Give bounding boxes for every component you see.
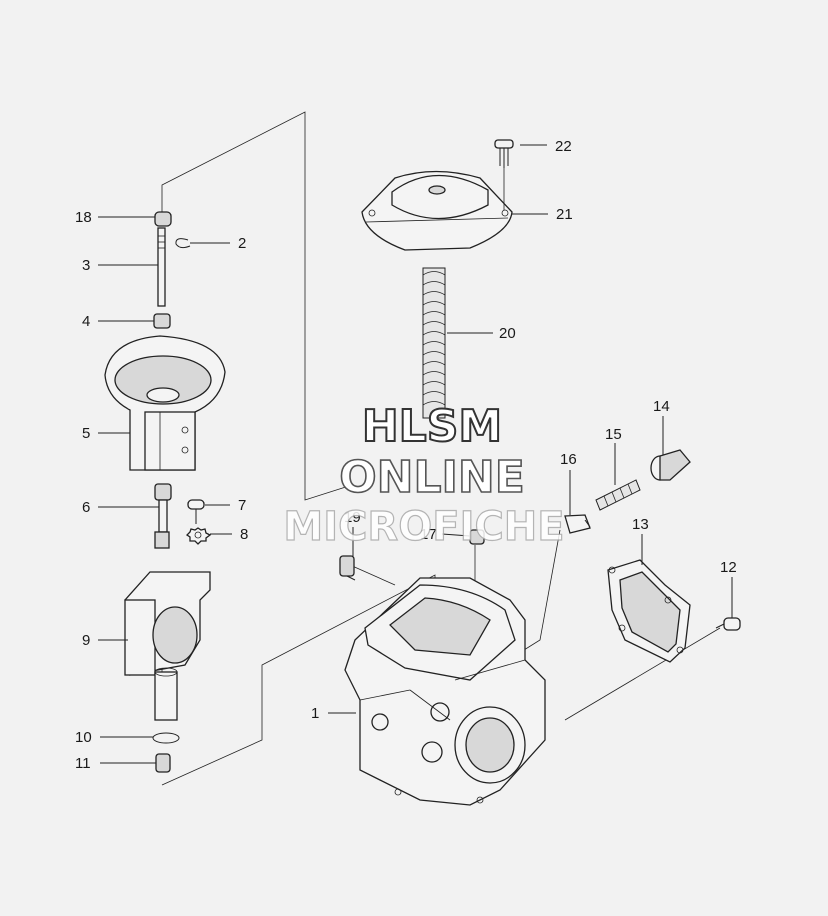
- callout-1: 1: [311, 705, 319, 722]
- part-16-adjuster: [564, 514, 591, 534]
- callout-17: 17: [420, 526, 437, 543]
- callout-21: 21: [556, 206, 573, 223]
- part-20-spring: [422, 267, 446, 419]
- part-4-seat: [153, 313, 171, 329]
- part-3-needle: [157, 227, 166, 307]
- callout-13: 13: [632, 516, 649, 533]
- watermark-line-1: HLSM: [362, 401, 502, 452]
- callout-15: 15: [605, 426, 622, 443]
- callout-9: 9: [82, 632, 90, 649]
- part-15-spring: [595, 479, 641, 511]
- part-6-jet-holder: [154, 483, 172, 549]
- callout-18: 18: [75, 209, 92, 226]
- callout-14: 14: [653, 398, 670, 415]
- watermark-line-3: MICROFICHE: [283, 504, 564, 550]
- callout-7: 7: [238, 497, 246, 514]
- leader-lines: [98, 144, 733, 764]
- part-22-screw: [494, 139, 514, 168]
- part-10-o-ring: [152, 732, 180, 744]
- callout-20: 20: [499, 325, 516, 342]
- part-7-screw: [187, 499, 205, 524]
- watermark-line-2: ONLINE: [339, 452, 525, 503]
- callout-numbers: 1 2 3 4 5 6 7 8 9 10 11 12 13 14 15 16 1…: [75, 138, 737, 772]
- part-8-washer: [185, 527, 212, 545]
- callout-2: 2: [238, 235, 246, 252]
- part-18-cap: [154, 211, 172, 227]
- callout-12: 12: [720, 559, 737, 576]
- callout-8: 8: [240, 526, 248, 543]
- callout-3: 3: [82, 257, 90, 274]
- callout-5: 5: [82, 425, 90, 442]
- part-5-piston: [104, 335, 226, 471]
- part-21-cover: [361, 168, 513, 251]
- part-13-cover: [607, 559, 691, 663]
- watermark: HLSM ONLINE MICROFICHE: [283, 400, 565, 551]
- callout-6: 6: [82, 499, 90, 516]
- part-2-clip: [175, 238, 191, 249]
- part-17-screw: [469, 529, 485, 545]
- callout-22: 22: [555, 138, 572, 155]
- part-19-screw: [339, 555, 356, 581]
- part-1-carburetor-body: [344, 577, 546, 806]
- part-14-plug: [650, 449, 691, 481]
- callout-4: 4: [82, 313, 90, 330]
- callout-11: 11: [75, 755, 91, 772]
- callout-19: 19: [344, 509, 361, 526]
- part-11-jet: [155, 753, 171, 773]
- callout-16: 16: [560, 451, 577, 468]
- part-9-body: [124, 571, 211, 721]
- callout-10: 10: [75, 729, 92, 746]
